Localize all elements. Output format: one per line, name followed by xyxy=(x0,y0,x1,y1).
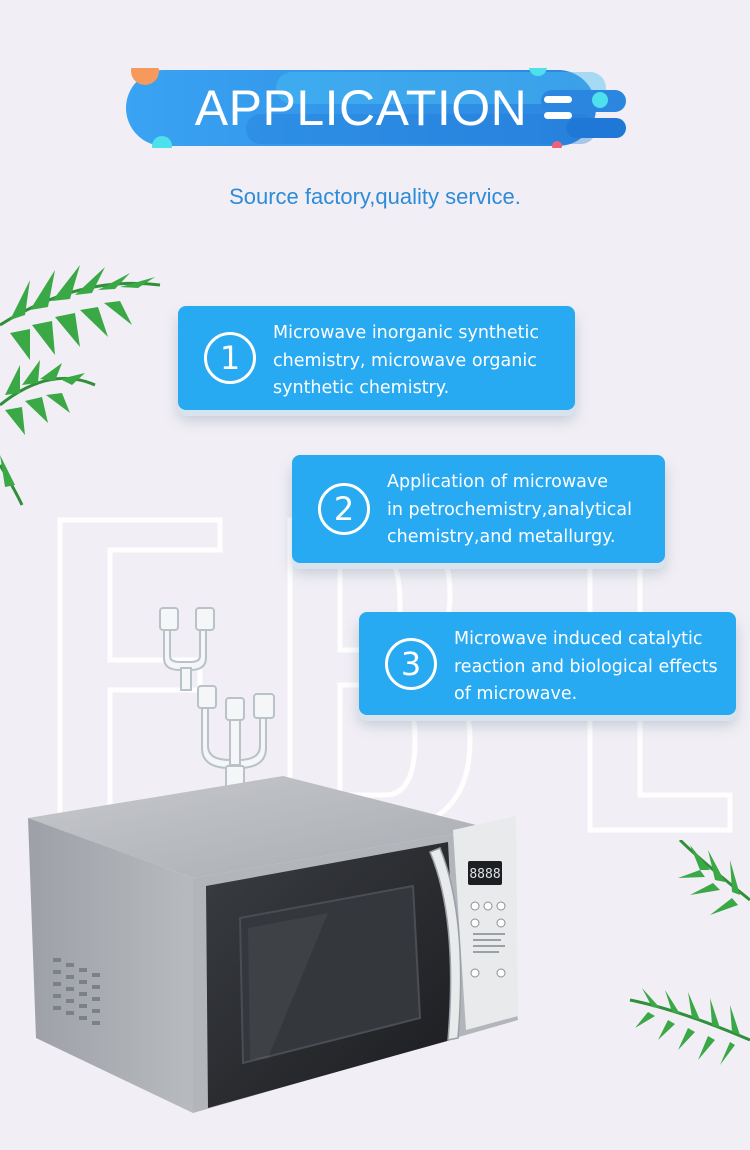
application-card-3: 3 Microwave induced catalytic reaction a… xyxy=(359,612,736,715)
card-3-line-3: of microwave. xyxy=(454,684,578,704)
card-1-text: Microwave inorganic synthetic chemistry,… xyxy=(273,320,561,403)
application-card-2: 2 Application of microwave in petrochemi… xyxy=(292,455,665,563)
card-3-line-2: reaction and biological effects xyxy=(454,656,718,677)
card-3-line-1: Microwave induced catalytic xyxy=(454,629,703,649)
title-banner-shape xyxy=(126,68,626,148)
card-2-line-2: in petrochemistry,analytical xyxy=(387,499,632,520)
card-2-line-1: Application of microwave xyxy=(387,472,608,492)
card-1-line-3: synthetic chemistry. xyxy=(273,378,450,398)
card-2-line-3: chemistry,and metallurgy. xyxy=(387,527,616,547)
palm-leaf-top-left xyxy=(0,265,161,506)
circled-number-1: 1 xyxy=(204,332,256,384)
application-card-1: 1 Microwave inorganic synthetic chemistr… xyxy=(178,306,575,410)
palm-leaf-bottom-right xyxy=(629,840,750,1065)
circled-number-3: 3 xyxy=(385,637,437,690)
card-1-line-2: chemistry, microwave organic xyxy=(273,350,537,371)
card-1-line-1: Microwave inorganic synthetic xyxy=(273,323,539,343)
microwave-oven: 8888 xyxy=(28,776,518,1113)
page-title: APPLICATION xyxy=(194,80,528,136)
page-subtitle: Source factory,quality service. xyxy=(229,184,521,209)
card-2-text: Application of microwave in petrochemist… xyxy=(387,469,651,552)
circled-number-2: 2 xyxy=(318,483,370,535)
card-3-text: Microwave induced catalytic reaction and… xyxy=(454,626,722,709)
microwave-display: 8888 xyxy=(469,867,500,882)
